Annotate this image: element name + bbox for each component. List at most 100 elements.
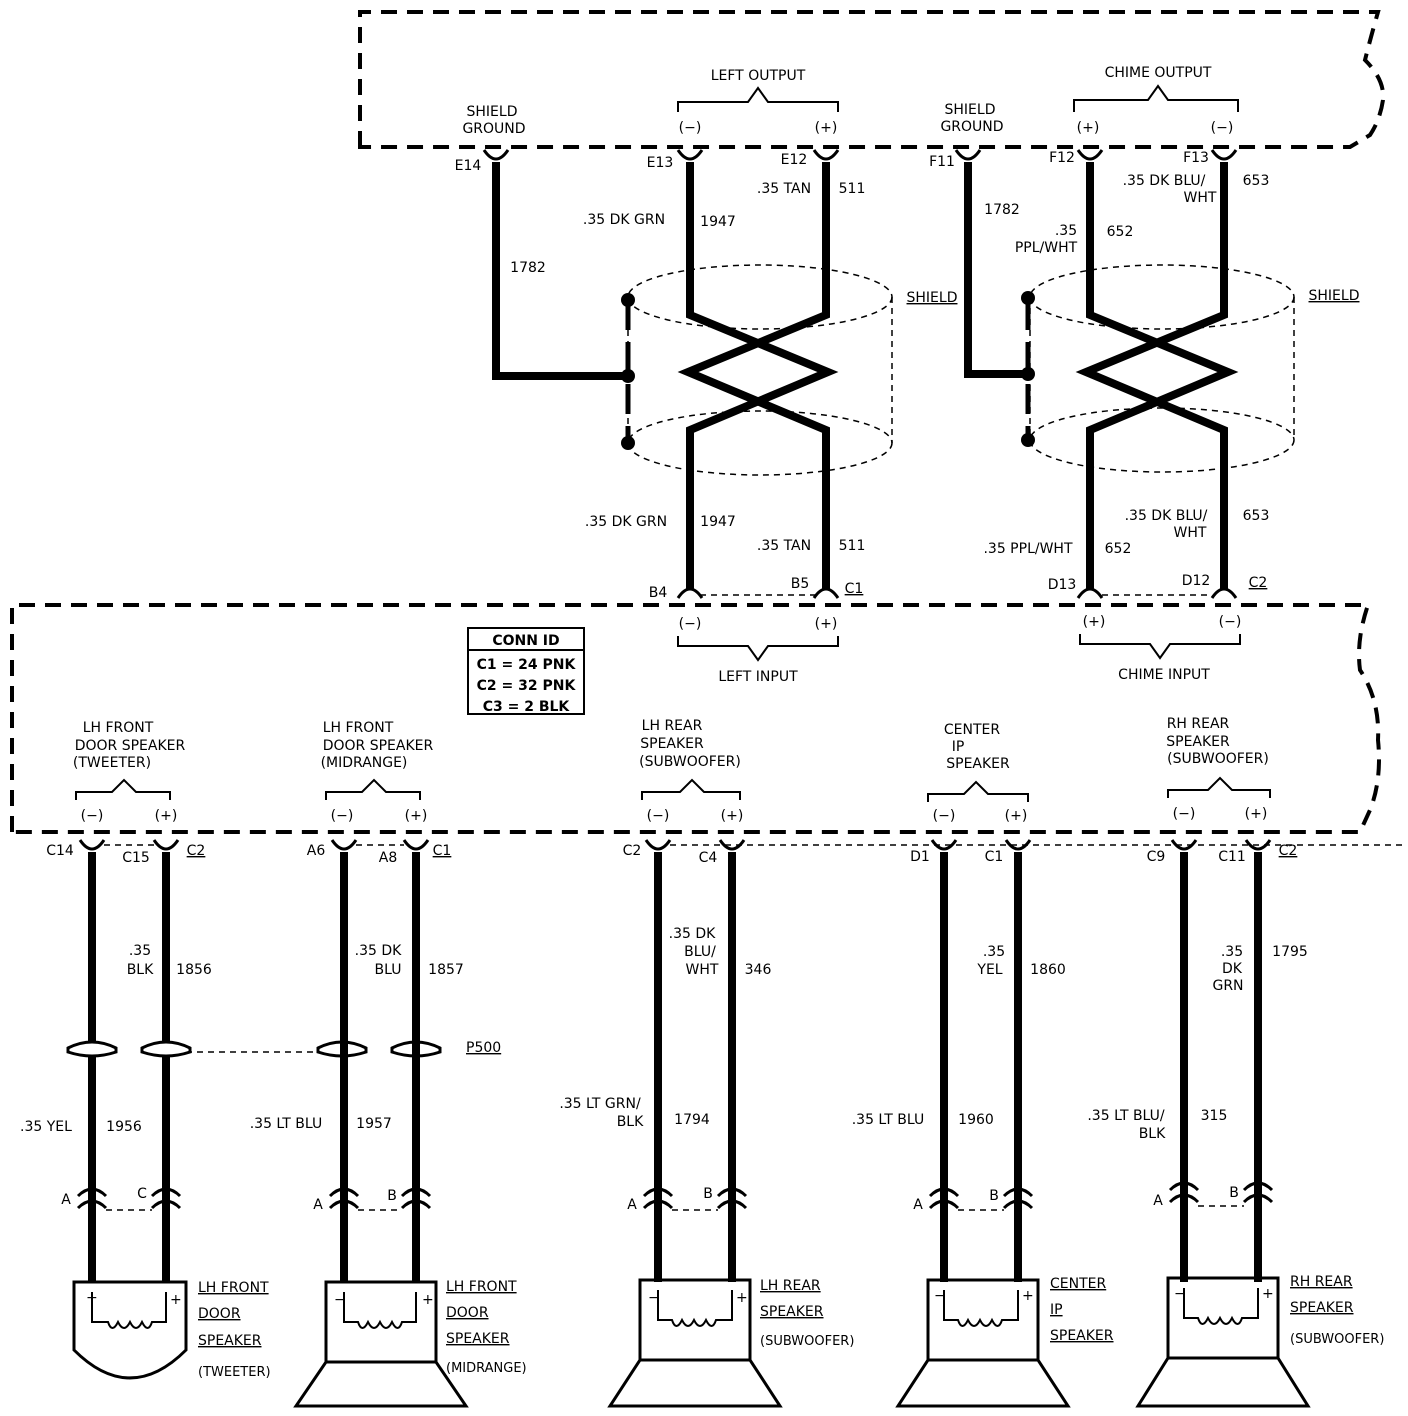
chime-input-minus: (−) <box>1219 614 1242 630</box>
mid-speaker-cone <box>293 1360 469 1408</box>
circuit-653-upper: 653 <box>1243 173 1270 189</box>
conn-label-rhrear: C2 <box>1279 843 1298 859</box>
lhrear-speaker-cone <box>607 1358 783 1408</box>
mid-name-4: (MIDRANGE) <box>446 1361 527 1376</box>
term-a-mid: A <box>313 1197 323 1213</box>
shield-top-ellipse-right <box>1029 264 1295 330</box>
rhrear-coil-icon <box>1183 1288 1259 1325</box>
mid-name-2: DOOR <box>446 1305 489 1321</box>
lhrear-out-line3: (SUBWOOFER) <box>639 754 741 770</box>
pin-cup-c4 <box>718 839 746 851</box>
center-coil-icon <box>943 1290 1019 1327</box>
pin-label-c15: C15 <box>122 850 150 866</box>
pin-cup-e14 <box>482 149 510 161</box>
pin-label-c14: C14 <box>46 843 74 859</box>
color-center-upper-1: .35 <box>983 944 1005 960</box>
tweeter-name-1: LH FRONT <box>198 1280 269 1296</box>
pin-cup-a8 <box>402 839 430 851</box>
pin-label-b4: B4 <box>649 585 668 601</box>
pin-cup-f13 <box>1210 149 1238 161</box>
term-b-rhrear: B <box>1229 1185 1239 1201</box>
shield-bottom-ellipse-right <box>1029 407 1295 473</box>
wire-shield-ground-1782-right <box>964 162 1028 378</box>
pin-label-e12: E12 <box>781 152 808 168</box>
left-input-plus: (+) <box>815 616 838 632</box>
shield-ground-2-line2: GROUND <box>940 119 1003 135</box>
left-output-brace <box>677 86 839 112</box>
pin-label-f12: F12 <box>1049 150 1075 166</box>
conn-id-title: CONN ID <box>492 633 559 649</box>
color-mid-upper-1: .35 DK <box>355 943 402 959</box>
mid-minus: (−) <box>331 808 354 824</box>
left-output-title: LEFT OUTPUT <box>711 68 806 84</box>
terminal-lhrear-a <box>642 1187 674 1210</box>
pin-label-c11: C11 <box>1218 849 1246 865</box>
tweeter-out-line1: LH FRONT <box>83 720 154 736</box>
pin-label-d13: D13 <box>1048 577 1077 593</box>
terminal-lhrear-b <box>716 1187 748 1210</box>
pin-label-f13: F13 <box>1183 150 1209 166</box>
circuit-1860: 1860 <box>1030 962 1066 978</box>
conn-id-row-1: C1 = 24 PNK <box>477 657 577 673</box>
left-input-title: LEFT INPUT <box>718 669 798 685</box>
color-rhrear-upper-1: .35 <box>1221 944 1243 960</box>
tweeter-minus: (−) <box>81 808 104 824</box>
lhrear-minus: (−) <box>647 808 670 824</box>
rhrear-plus: (+) <box>1245 806 1268 822</box>
color-rhrear-upper-2: DK <box>1222 961 1243 977</box>
color-tan-upper: .35 TAN <box>757 181 811 197</box>
tweeter-coil-icon <box>91 1292 167 1329</box>
lhrear-name-3: (SUBWOOFER) <box>760 1334 854 1349</box>
rhrear-out-line2: SPEAKER <box>1166 734 1230 750</box>
circuit-1782-left: 1782 <box>510 260 546 276</box>
term-a-tweeter: A <box>61 1192 71 1208</box>
left-output-plus: (+) <box>815 120 838 136</box>
center-brace <box>927 780 1029 802</box>
shield-label-right: SHIELD <box>1309 288 1360 304</box>
mid-name-1: LH FRONT <box>446 1279 517 1295</box>
shield-dot-left-3 <box>621 436 635 450</box>
speaker-circuit-rh-rear: RH REAR SPEAKER (SUBWOOFER) (−) (+) C9 C… <box>1087 716 1384 1408</box>
mid-plus: (+) <box>405 808 428 824</box>
center-minus: (−) <box>933 808 956 824</box>
wire-652-upper <box>1086 162 1239 590</box>
circuit-315: 315 <box>1201 1108 1228 1124</box>
circuit-1956: 1956 <box>106 1119 142 1135</box>
pin-cup-c2 <box>644 839 672 851</box>
shield-dot-left-2 <box>621 369 635 383</box>
center-out-line3: SPEAKER <box>946 756 1010 772</box>
lhrear-plus: (+) <box>721 808 744 824</box>
pin-label-f11: F11 <box>929 154 955 170</box>
rhrear-brace <box>1167 776 1271 798</box>
shield-bottom-ellipse-left <box>627 410 893 476</box>
color-tweeter-upper-2: BLK <box>127 962 154 978</box>
chime-input-title: CHIME INPUT <box>1118 667 1210 683</box>
pin-label-b5: B5 <box>791 576 810 592</box>
pin-label-a8: A8 <box>379 850 397 866</box>
amp-module-boundary <box>10 603 1381 834</box>
connector-label-p500: P500 <box>466 1040 501 1056</box>
wire-511-upper <box>677 162 830 590</box>
center-name-3: SPEAKER <box>1050 1328 1114 1344</box>
tweeter-out-line3: (TWEETER) <box>73 755 151 771</box>
conn-label-mid: C1 <box>433 843 452 859</box>
tweeter-name-4: (TWEETER) <box>198 1365 271 1380</box>
center-out-line2: IP <box>952 739 965 755</box>
circuit-1947-lower: 1947 <box>700 514 736 530</box>
term-b-mid: B <box>387 1188 397 1204</box>
tweeter-plus: (+) <box>155 808 178 824</box>
color-mid-upper-2: BLU <box>375 962 402 978</box>
lhrear-out-line1: LH REAR <box>642 718 703 734</box>
pin-cup-f12 <box>1076 149 1104 161</box>
color-lhrear-lower-2: BLK <box>617 1114 644 1130</box>
speaker-circuit-midrange: LH FRONT DOOR SPEAKER (MIDRANGE) (−) (+)… <box>250 720 527 1408</box>
lhrear-out-line2: SPEAKER <box>640 736 704 752</box>
color-center-upper-2: YEL <box>976 962 1002 978</box>
circuit-1856: 1856 <box>176 962 212 978</box>
pin-cup-d13 <box>1076 587 1104 599</box>
circuit-652-lower: 652 <box>1105 541 1132 557</box>
color-dkgrn-upper: .35 DK GRN <box>583 212 665 228</box>
rhrear-sym-minus: − <box>1174 1286 1186 1302</box>
tweeter-out-line2: DOOR SPEAKER <box>75 738 186 754</box>
